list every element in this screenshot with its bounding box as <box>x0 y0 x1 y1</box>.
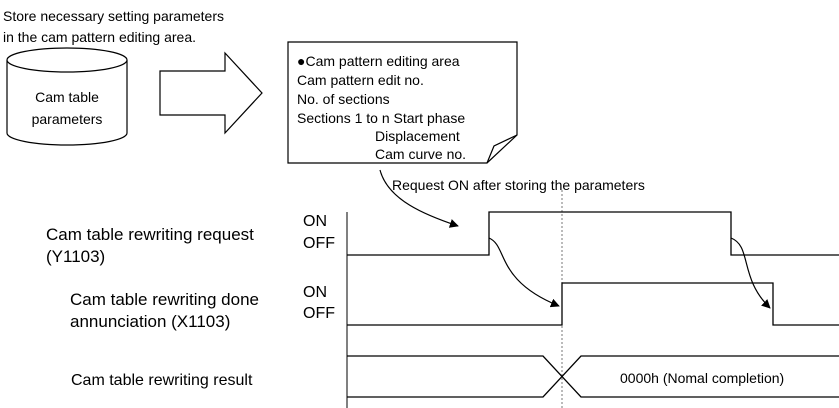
database-cylinder-icon <box>6 47 128 146</box>
request-signal-address: (Y1103) <box>46 247 105 266</box>
done-off-label: OFF <box>303 305 335 322</box>
folded-corner-icon <box>486 134 518 164</box>
done-off-arrow <box>730 237 771 309</box>
done-signal-address: annunciation (X1103) <box>70 312 230 331</box>
note-line-1: ●Cam pattern editing area <box>297 53 460 69</box>
note-line-2: Cam pattern edit no. <box>297 72 424 88</box>
note-line-4: Sections 1 to n Start phase <box>297 110 465 126</box>
done-waveform <box>347 282 839 326</box>
caption-line-1: Store necessary setting parameters <box>3 8 224 24</box>
cylinder-label-line-1: Cam table <box>35 89 99 105</box>
transfer-arrow-icon <box>159 51 263 135</box>
request-curve-arrow <box>379 169 459 228</box>
request-on-label: ON <box>303 213 327 230</box>
cam-pattern-note-box <box>287 41 518 164</box>
done-signal-label: Cam table rewriting done <box>70 290 259 309</box>
result-bus-waveform <box>347 355 839 398</box>
request-signal-label: Cam table rewriting request <box>46 225 254 244</box>
request-to-done-arrow <box>488 237 560 308</box>
note-line-6: Cam curve no. <box>375 146 466 162</box>
request-off-label: OFF <box>303 235 335 252</box>
note-line-3: No. of sections <box>297 91 390 107</box>
done-on-label: ON <box>303 284 327 301</box>
cylinder-label-line-2: parameters <box>32 111 103 127</box>
note-line-5: Displacement <box>375 128 460 144</box>
result-value: 0000h (Nomal completion) <box>620 370 784 386</box>
result-signal-label: Cam table rewriting result <box>71 372 253 389</box>
request-note: Request ON after storing the parameters <box>392 177 645 193</box>
request-waveform <box>347 211 839 256</box>
caption-line-2: in the cam pattern editing area. <box>3 29 196 45</box>
